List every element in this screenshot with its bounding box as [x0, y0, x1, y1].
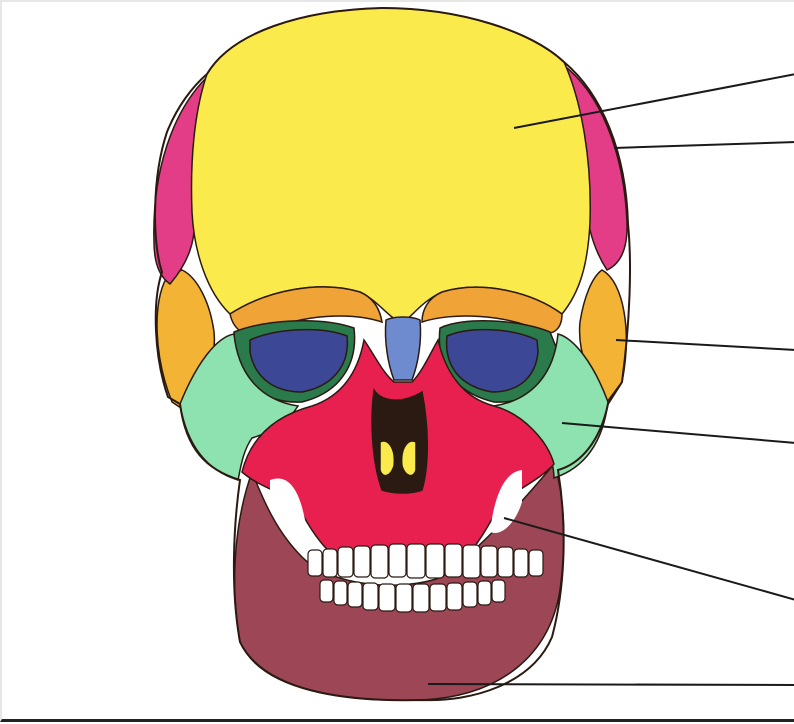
leader-line [616, 340, 794, 350]
leader-line [428, 684, 794, 685]
leader-line [514, 74, 794, 128]
leader-line [504, 518, 794, 600]
leader-line [614, 142, 794, 148]
leader-line [562, 423, 794, 443]
